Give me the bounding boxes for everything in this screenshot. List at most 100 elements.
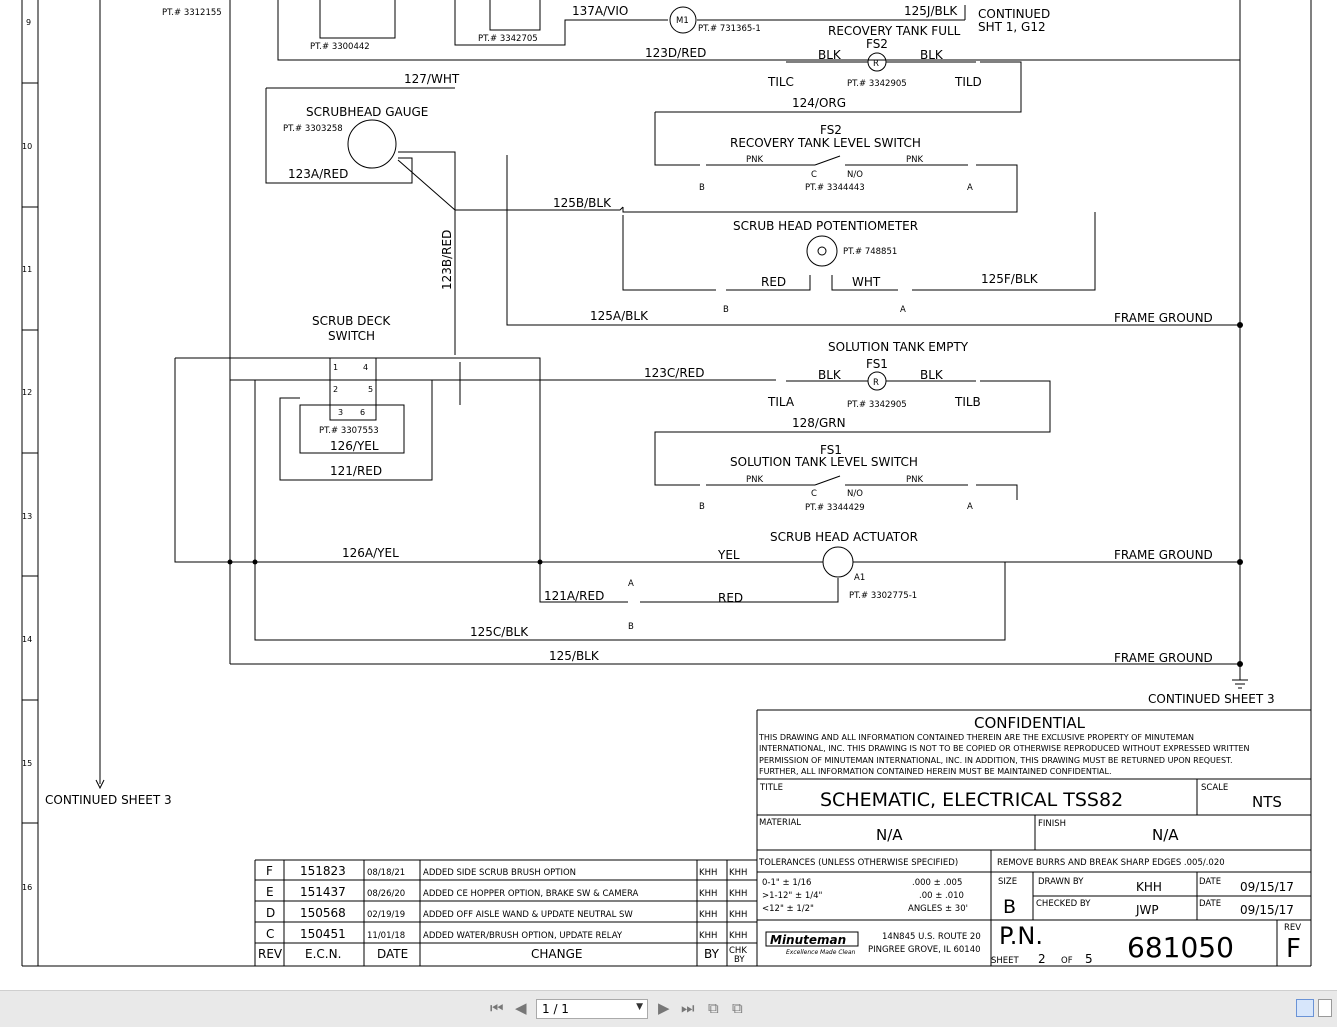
continuous-view-icon[interactable]	[1318, 999, 1332, 1017]
svg-text:Excellence Made Clean: Excellence Made Clean	[786, 949, 856, 956]
svg-text:KHH: KHH	[729, 868, 747, 878]
title-label: TITLE	[759, 783, 783, 793]
wire-label: 125F/BLK	[981, 272, 1039, 286]
continued-note: CONTINUED	[978, 7, 1050, 21]
part-number: PT.# 3303258	[283, 124, 343, 134]
confidential-heading: CONFIDENTIAL	[974, 714, 1086, 732]
svg-text:KHH: KHH	[699, 931, 717, 941]
sheet-value: 2	[1038, 952, 1046, 966]
page-copy-icon[interactable]: ⧉	[732, 999, 743, 1017]
connector-label: TILA	[767, 395, 795, 409]
svg-text:151437: 151437	[300, 885, 346, 899]
row-numbers: 9 10 11 12 13 14 15 16	[22, 18, 32, 892]
last-page-icon[interactable]: ⏭	[681, 999, 695, 1017]
schematic-drawing: 9 10 11 12 13 14 15 16 PT.# 3312155 PT.#…	[21, 0, 1312, 967]
previous-page-icon[interactable]: ◀	[515, 999, 527, 1017]
svg-text:BY: BY	[734, 955, 745, 965]
revision-row: E 151437 08/26/20 ADDED CE HOPPER OPTION…	[266, 885, 747, 899]
confidential-text: PERMISSION OF MINUTEMAN INTERNATIONAL, I…	[759, 756, 1233, 765]
wire-label: 125A/BLK	[590, 309, 649, 323]
part-number: PT.# 3342705	[478, 34, 538, 44]
chevron-down-icon: ▼	[636, 1002, 643, 1012]
wire-color: BLK	[920, 368, 944, 382]
part-number: PT.# 3342905	[847, 400, 907, 410]
scale-label: SCALE	[1201, 783, 1228, 793]
svg-text:KHH: KHH	[729, 889, 747, 899]
confidential-text: INTERNATIONAL, INC. THIS DRAWING IS NOT …	[759, 744, 1250, 753]
address-line: 14N845 U.S. ROUTE 20	[882, 932, 981, 942]
tolerance-value: <12" ± 1/2"	[762, 904, 814, 914]
switch-terminal: C	[811, 489, 817, 499]
svg-text:08/26/20: 08/26/20	[367, 889, 405, 899]
svg-text:ADDED WATER/BRUSH OPTION, UPDA: ADDED WATER/BRUSH OPTION, UPDATE RELAY	[423, 931, 623, 941]
component-title: RECOVERY TANK FULL	[828, 24, 961, 38]
date-value: 09/15/17	[1240, 903, 1294, 917]
switch-terminal: 2	[333, 385, 338, 394]
row-number: 13	[22, 512, 32, 521]
address-line: PINGREE GROVE, IL 60140	[868, 945, 981, 955]
component-title: RECOVERY TANK LEVEL SWITCH	[730, 136, 921, 150]
row-number: 11	[22, 265, 32, 274]
component-id: FS2	[866, 37, 888, 51]
wire-label: 123A/RED	[288, 167, 348, 181]
wire-label: 126A/YEL	[342, 546, 399, 560]
component-id: FS2	[820, 123, 842, 137]
wire-label: 127/WHT	[404, 72, 460, 86]
part-number: PT.# 731365-1	[698, 24, 761, 34]
wire-label: 123B/RED	[440, 230, 454, 290]
single-page-view-icon[interactable]	[1296, 999, 1314, 1017]
connector-label: A	[900, 305, 906, 315]
of-value: 5	[1085, 952, 1093, 966]
date-label: DATE	[1199, 899, 1221, 909]
wire-color: WHT	[852, 275, 881, 289]
svg-text:D: D	[266, 906, 275, 920]
switch-terminal: N/O	[847, 489, 863, 499]
svg-text:KHH: KHH	[699, 910, 717, 920]
wire-label: 137A/VIO	[572, 4, 628, 18]
switch-terminal: 5	[368, 385, 373, 394]
part-number: PT.# 3342905	[847, 79, 907, 89]
connector-label: B	[628, 622, 634, 632]
wire-label: 125B/BLK	[553, 196, 612, 210]
wire-label: 126/YEL	[330, 439, 379, 453]
svg-text:F: F	[266, 864, 273, 878]
part-number: PT.# 3312155	[162, 8, 222, 18]
connector-label: A	[967, 502, 973, 512]
next-page-icon[interactable]: ▶	[658, 999, 670, 1017]
wire-color: PNK	[906, 475, 923, 485]
component-title: SOLUTION TANK EMPTY	[828, 340, 969, 354]
svg-text:ADDED SIDE SCRUB BRUSH OPTION: ADDED SIDE SCRUB BRUSH OPTION	[423, 868, 576, 878]
finish-value: N/A	[1152, 826, 1179, 844]
schematic-sheet: 9 10 11 12 13 14 15 16 PT.# 3312155 PT.#…	[0, 0, 1337, 990]
finish-note: REMOVE BURRS AND BREAK SHARP EDGES .005/…	[997, 858, 1225, 868]
switch-terminal: C	[811, 170, 817, 180]
connector-label: TILC	[767, 75, 794, 89]
wire-label: 121/RED	[330, 464, 382, 478]
tolerance-value: .000 ± .005	[912, 878, 962, 888]
wire-color: BLK	[818, 368, 842, 382]
switch-terminal: 6	[360, 408, 365, 417]
first-page-icon[interactable]: ⏮	[490, 999, 504, 1017]
tolerances-label: TOLERANCES (UNLESS OTHERWISE SPECIFIED)	[758, 858, 958, 868]
wire-label: 123C/RED	[644, 366, 705, 380]
svg-text:ADDED OFF AISLE WAND & UPDATE: ADDED OFF AISLE WAND & UPDATE NEUTRAL SW	[423, 910, 633, 920]
wire-color: RED	[718, 591, 743, 605]
size-value: B	[1003, 896, 1016, 918]
minuteman-logo: Minuteman Excellence Made Clean	[765, 931, 859, 956]
svg-text:ADDED CE HOPPER OPTION, BRAKE: ADDED CE HOPPER OPTION, BRAKE SW & CAMER…	[423, 889, 639, 899]
frame-ground-label: FRAME GROUND	[1114, 548, 1213, 562]
page-selector[interactable]: 1 / 1 ▼	[536, 999, 648, 1019]
page-layout-icon[interactable]: ⧉	[708, 999, 719, 1017]
svg-text:CHK: CHK	[729, 946, 747, 956]
size-label: SIZE	[998, 877, 1017, 887]
revision-header-row: REV E.C.N. DATE CHANGE BY CHK BY	[258, 946, 747, 965]
svg-text:REV: REV	[258, 947, 283, 961]
wire-color: BLK	[920, 48, 944, 62]
component-id: FS1	[866, 357, 888, 371]
row-number: 10	[22, 142, 32, 151]
scale-value: NTS	[1252, 793, 1282, 811]
row-number: 9	[26, 18, 31, 27]
row-number: 12	[22, 388, 32, 397]
wire-color: RED	[761, 275, 786, 289]
svg-text:CHANGE: CHANGE	[531, 947, 582, 961]
